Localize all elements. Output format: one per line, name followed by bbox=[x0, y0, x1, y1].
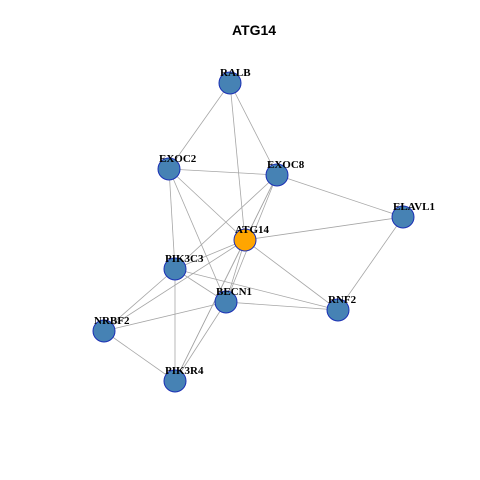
node-label-pik3r4: PIK3R4 bbox=[165, 365, 204, 377]
node-label-becn1: BECN1 bbox=[216, 286, 252, 298]
edge-atg14-pik3c3 bbox=[174, 239, 246, 270]
node-circle-atg14 bbox=[233, 228, 257, 252]
edge-pik3c3-rnf2 bbox=[174, 268, 339, 311]
node-rnf2: RNF2 bbox=[326, 294, 357, 322]
node-label-atg14: ATG14 bbox=[235, 224, 270, 236]
node-circle-exoc2 bbox=[157, 157, 181, 181]
edge-ralb-atg14 bbox=[229, 82, 246, 241]
node-elavl1: ELAVL1 bbox=[391, 201, 435, 229]
node-label-exoc2: EXOC2 bbox=[159, 153, 197, 165]
edge-atg14-rnf2 bbox=[244, 239, 339, 311]
edge-pik3c3-nrbf2 bbox=[103, 268, 176, 332]
diagram-title: ATG14 bbox=[232, 22, 276, 38]
edge-becn1-nrbf2 bbox=[103, 301, 227, 332]
node-exoc2: EXOC2 bbox=[157, 153, 197, 181]
edge-exoc2-exoc8 bbox=[168, 168, 278, 176]
node-label-pik3c3: PIK3C3 bbox=[165, 253, 204, 265]
node-label-exoc8: EXOC8 bbox=[267, 159, 305, 171]
edge-becn1-pik3r4 bbox=[174, 301, 227, 382]
node-circle-pik3c3 bbox=[163, 257, 187, 281]
node-circle-becn1 bbox=[214, 290, 238, 314]
edge-exoc2-atg14 bbox=[168, 168, 246, 241]
node-exoc8: EXOC8 bbox=[265, 159, 305, 187]
edges-layer bbox=[103, 82, 404, 382]
node-label-rnf2: RNF2 bbox=[328, 294, 357, 306]
edge-ralb-exoc2 bbox=[168, 82, 231, 170]
node-circle-ralb bbox=[218, 71, 242, 95]
edge-elavl1-rnf2 bbox=[337, 216, 404, 311]
node-circle-exoc8 bbox=[265, 163, 289, 187]
node-circle-elavl1 bbox=[391, 205, 415, 229]
node-label-ralb: RALB bbox=[220, 67, 251, 79]
node-pik3r4: PIK3R4 bbox=[163, 365, 204, 393]
edge-elavl1-atg14 bbox=[244, 216, 404, 241]
node-circle-pik3r4 bbox=[163, 369, 187, 393]
edge-becn1-rnf2 bbox=[225, 301, 339, 311]
node-ralb: RALB bbox=[218, 67, 251, 95]
node-circle-rnf2 bbox=[326, 298, 350, 322]
edge-exoc8-elavl1 bbox=[276, 174, 404, 218]
edge-exoc2-becn1 bbox=[168, 168, 227, 303]
edge-atg14-nrbf2 bbox=[103, 239, 246, 332]
edge-nrbf2-pik3r4 bbox=[103, 330, 176, 382]
node-circle-nrbf2 bbox=[92, 319, 116, 343]
edge-ralb-exoc8 bbox=[229, 82, 278, 176]
edge-atg14-pik3r4 bbox=[174, 239, 246, 382]
node-label-nrbf2: NRBF2 bbox=[94, 315, 130, 327]
node-becn1: BECN1 bbox=[214, 286, 252, 314]
node-label-elavl1: ELAVL1 bbox=[393, 201, 435, 213]
node-pik3c3: PIK3C3 bbox=[163, 253, 204, 281]
node-nrbf2: NRBF2 bbox=[92, 315, 130, 343]
edge-exoc2-pik3c3 bbox=[168, 168, 176, 270]
edge-exoc8-pik3c3 bbox=[174, 174, 278, 270]
node-atg14: ATG14 bbox=[233, 224, 270, 252]
